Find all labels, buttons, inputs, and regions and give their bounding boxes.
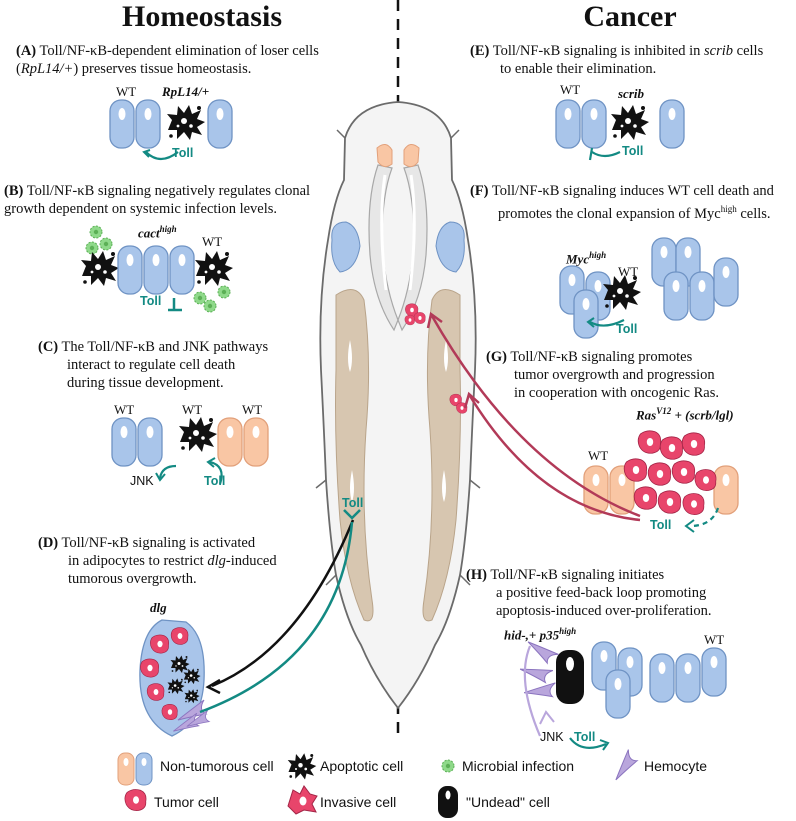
panel-g-mutant-label: RasV12 + (scrb/lgl) [636, 406, 734, 423]
legend-non-tumorous-cell: Non-tumorous cell [160, 758, 274, 774]
legend-icons [117, 748, 641, 818]
homeostasis-title: Homeostasis [122, 0, 282, 33]
larva-toll-label: Toll [342, 496, 364, 510]
legend-undead-cell: "Undead" cell [466, 794, 550, 810]
panel-c-toll-label: Toll [204, 474, 226, 488]
panel-e-toll-label: Toll [622, 144, 644, 158]
panel-f-toll-label: Toll [616, 322, 638, 336]
legend-invasive-cell: Invasive cell [320, 794, 397, 810]
cancer-title: Cancer [583, 0, 677, 33]
hemocyte-icon [605, 748, 641, 781]
panel-g-caption: (G) Toll/NF-κB signaling promotes tumor … [486, 349, 719, 401]
panel-a-caption: (A) Toll/NF-κB-dependent elimination of … [16, 43, 319, 77]
panel-a-graphic [109, 99, 233, 161]
panel-f-caption: (F) Toll/NF-κB signaling induces WT cell… [470, 183, 774, 222]
panel-h-toll-label: Toll [574, 730, 596, 744]
panel-c-jnk-label: JNK [130, 474, 154, 488]
undead-cell-icon [438, 786, 458, 818]
panel-h-caption: (H) Toll/NF-κB signaling initiates a pos… [466, 567, 712, 619]
panel-f-graphic [559, 237, 739, 339]
legend-tumor-cell: Tumor cell [154, 794, 219, 810]
legend-apoptotic-cell: Apoptotic cell [320, 758, 404, 774]
panel-c-caption: (C) The Toll/NF-κB and JNK pathways inte… [38, 339, 269, 391]
panel-e-caption: (E) Toll/NF-κB signaling is inhibited in… [470, 43, 764, 77]
panel-d-graphic [139, 619, 210, 737]
panel-c-wt3-label: WT [242, 402, 263, 417]
panel-a-toll-label: Toll [172, 146, 194, 160]
panel-c-wt1-label: WT [114, 402, 135, 417]
panel-e-wt-label: WT [560, 82, 581, 97]
invasive-cell-icon [287, 785, 318, 815]
panel-h-jnk-label: JNK [540, 730, 564, 744]
panel-a-wt-label: WT [116, 84, 137, 99]
non-tumorous-cell-icon [117, 752, 153, 786]
panel-d-mutant-label: dlg [150, 600, 167, 615]
panel-g-graphic [426, 311, 739, 533]
tumor-cell-icon [124, 789, 147, 811]
legend-microbial-infection: Microbial infection [462, 758, 575, 774]
microbial-infection-icon [441, 759, 455, 773]
panel-d-caption: (D) Toll/NF-κB signaling is activated in… [38, 535, 277, 587]
panel-b-caption: (B) Toll/NF-κB signaling negatively regu… [4, 183, 311, 217]
panel-e-mutant-label: scrib [618, 86, 644, 101]
panel-c-graphic [111, 417, 269, 485]
panel-b-toll-label: Toll [140, 294, 162, 308]
apoptotic-cell-icon [287, 753, 317, 780]
panel-e-graphic [555, 99, 685, 161]
panel-h-graphic [519, 631, 727, 751]
panel-f-wt-label: WT [618, 264, 639, 279]
panel-g-wt-label: WT [588, 448, 609, 463]
panel-b-graphic [81, 225, 233, 313]
panel-b-mutant-label: cacthigh [138, 224, 177, 241]
panel-b-wt-label: WT [202, 234, 223, 249]
panel-h-mutant-label: hid-,+ p35high [504, 626, 577, 643]
panel-a-mutant-label: RpL14/+ [162, 84, 210, 99]
legend-hemocyte: Hemocyte [644, 758, 708, 774]
panel-h-wt-label: WT [704, 632, 725, 647]
panel-f-mutant-label: Mychigh [566, 250, 607, 267]
panel-g-toll-label: Toll [650, 518, 672, 532]
panel-c-wt2-label: WT [182, 402, 203, 417]
